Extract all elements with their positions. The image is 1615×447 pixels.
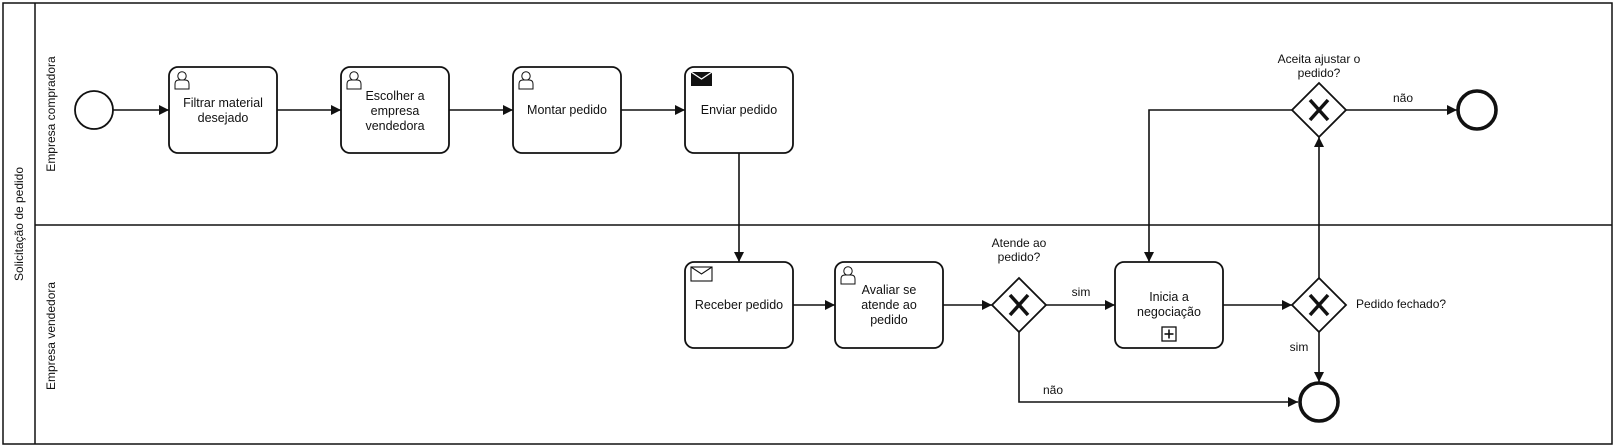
task-label-line: Montar pedido — [527, 103, 607, 117]
task-label-line: Escolher a — [365, 89, 424, 103]
task-label-line: desejado — [198, 111, 249, 125]
gateway-atende[interactable] — [990, 276, 1048, 334]
lane-label-compradora: Empresa compradora — [44, 56, 58, 172]
pool-label: Solicitação de pedido — [12, 167, 26, 281]
task-label-line: Filtrar material — [183, 96, 263, 110]
lane-label-vendedora: Empresa vendedora — [44, 282, 58, 390]
task-avaliar[interactable]: Avaliar se atende ao pedido — [834, 261, 944, 349]
gateway-label-line: Atende ao — [992, 236, 1047, 250]
gateway-label-line: Pedido fechado? — [1356, 297, 1446, 311]
exclusive-x-icon — [1008, 293, 1030, 317]
task-enviar[interactable]: Enviar pedido — [684, 66, 794, 154]
task-label-line: negociação — [1137, 305, 1201, 319]
task-label-line: Avaliar se — [862, 283, 917, 297]
task-label-line: atende ao — [861, 298, 917, 312]
task-label-line: vendedora — [365, 119, 424, 133]
user-icon — [174, 71, 190, 90]
sequence-flows — [113, 105, 1457, 407]
task-montar[interactable]: Montar pedido — [512, 66, 622, 154]
task-filtrar[interactable]: Filtrar material desejado — [168, 66, 278, 154]
gateway-label-line: pedido? — [1298, 66, 1341, 80]
user-icon — [518, 71, 534, 90]
end-event-compradora[interactable] — [1456, 89, 1498, 131]
end-event-vendedora[interactable] — [1298, 381, 1340, 423]
task-label-line: pedido — [870, 313, 908, 327]
task-label-line: Receber pedido — [695, 298, 783, 312]
subprocess-negociacao[interactable]: Inicia a negociação — [1114, 261, 1224, 349]
start-event[interactable] — [74, 90, 114, 130]
exclusive-x-icon — [1308, 98, 1330, 122]
flow-gateway-end-nao[interactable] — [1018, 332, 1298, 407]
exclusive-x-icon — [1308, 293, 1330, 317]
task-label-line: Inicia a — [1149, 290, 1189, 304]
subprocess-plus-icon[interactable] — [1161, 326, 1177, 342]
receive-message-icon — [690, 266, 713, 282]
task-escolher[interactable]: Escolher a empresa vendedora — [340, 66, 450, 154]
flow-aceita-negociacao[interactable] — [1144, 109, 1292, 262]
flow-label-sim: sim — [1072, 285, 1091, 299]
gateway-label-line: pedido? — [998, 250, 1041, 264]
flow-label-nao: não — [1043, 383, 1063, 397]
flow-label-sim: sim — [1290, 340, 1309, 354]
gateway-fechado[interactable] — [1290, 276, 1348, 334]
gateway-label-line: Aceita ajustar o — [1278, 52, 1361, 66]
user-icon — [346, 71, 362, 90]
gateway-aceita[interactable] — [1290, 81, 1348, 139]
task-receber[interactable]: Receber pedido — [684, 261, 794, 349]
send-message-icon — [690, 71, 713, 86]
task-label-line: empresa — [371, 104, 420, 118]
flow-label-nao: não — [1393, 91, 1413, 105]
user-icon — [840, 266, 856, 285]
task-label-line: Enviar pedido — [701, 103, 777, 117]
